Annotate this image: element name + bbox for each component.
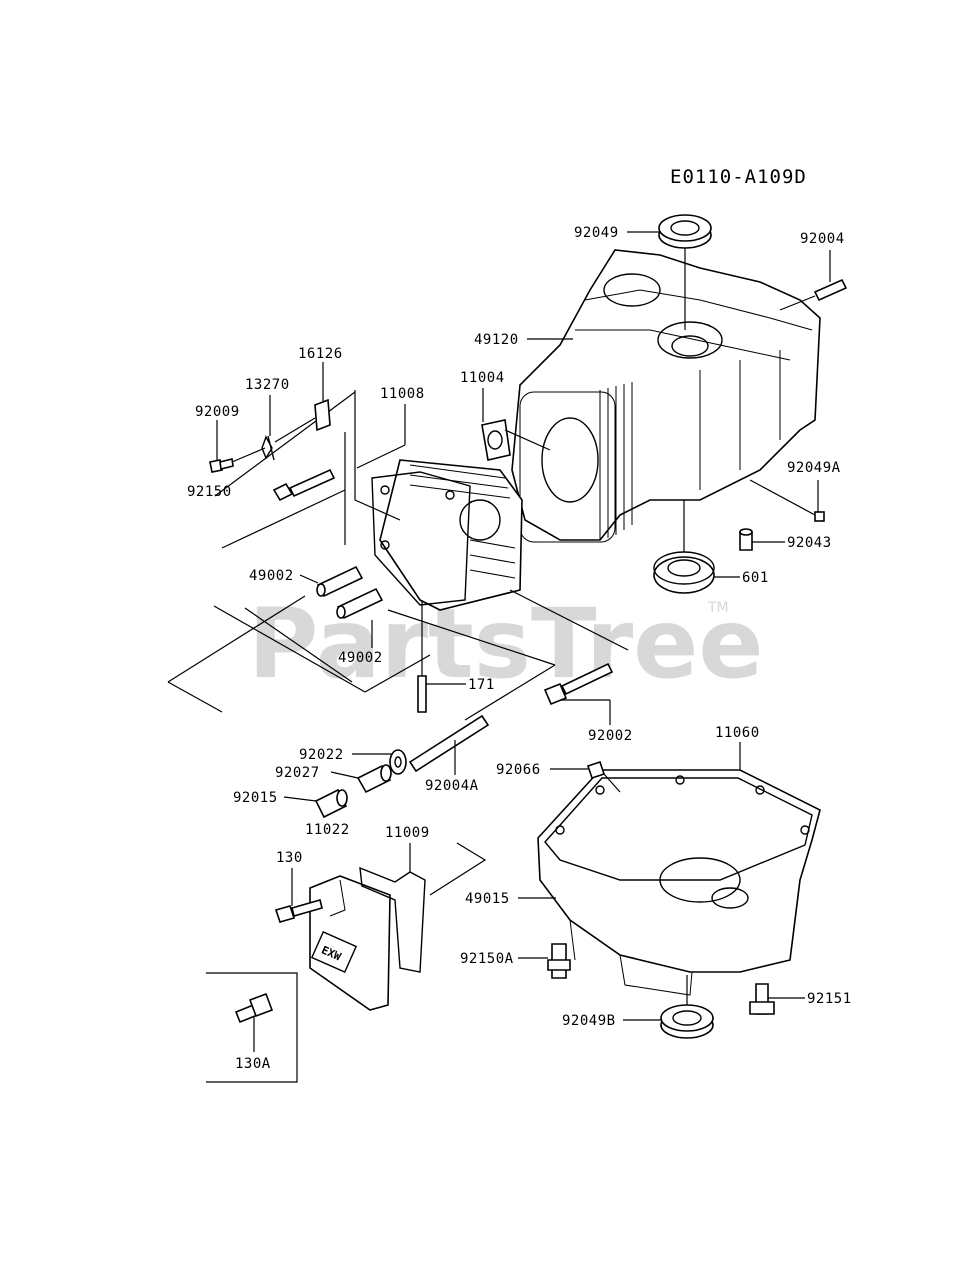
clip-13270[interactable] xyxy=(261,435,275,461)
label-16126: 16126 xyxy=(298,346,343,362)
label-49120: 49120 xyxy=(474,332,519,348)
trademark: TM xyxy=(707,600,729,616)
label-11004: 11004 xyxy=(460,370,505,386)
label-92043: 92043 xyxy=(787,535,832,551)
label-92049: 92049 xyxy=(574,225,619,241)
dowel-92043[interactable] xyxy=(739,528,753,551)
label-92027: 92027 xyxy=(275,765,320,781)
bolt-92009[interactable] xyxy=(209,458,234,473)
label-171: 171 xyxy=(468,677,495,693)
inset-frame xyxy=(206,972,298,1083)
label-130A: 130A xyxy=(235,1056,271,1072)
collar-92027[interactable] xyxy=(356,764,392,794)
cylinder-gasket[interactable] xyxy=(481,419,511,461)
washer-92022[interactable] xyxy=(389,749,407,775)
label-92150: 92150 xyxy=(187,484,232,500)
valve-cover[interactable]: EXW xyxy=(309,875,391,1011)
label-13270: 13270 xyxy=(245,377,290,393)
label-11008: 11008 xyxy=(380,386,425,402)
bolt-92150A[interactable] xyxy=(547,943,571,979)
head-gasket[interactable] xyxy=(371,471,471,606)
crankcase-part[interactable] xyxy=(511,249,821,543)
stud-92004A[interactable] xyxy=(408,714,490,773)
nut-92015[interactable] xyxy=(314,788,348,819)
label-11009: 11009 xyxy=(385,825,430,841)
label-92150A: 92150A xyxy=(460,951,514,967)
bolt-130A[interactable] xyxy=(234,992,274,1024)
label-92015: 92015 xyxy=(233,790,278,806)
stud-171[interactable] xyxy=(417,675,427,713)
label-92002: 92002 xyxy=(588,728,633,744)
oil-seal-top[interactable] xyxy=(658,214,712,249)
nut-92049A[interactable] xyxy=(814,511,825,522)
plug-92066[interactable] xyxy=(586,760,606,780)
cylinder-head[interactable] xyxy=(379,459,523,611)
label-92004: 92004 xyxy=(800,231,845,247)
label-92049B: 92049B xyxy=(562,1013,616,1029)
guide-plate-16126[interactable] xyxy=(314,398,331,432)
label-92009: 92009 xyxy=(195,404,240,420)
label-92022: 92022 xyxy=(299,747,344,763)
bolt-130[interactable] xyxy=(274,899,323,923)
label-49002-upper: 49002 xyxy=(249,568,294,584)
oil-pan-base[interactable] xyxy=(537,769,821,996)
tube-49002-lower[interactable] xyxy=(336,587,384,620)
cover-gasket[interactable] xyxy=(359,866,426,973)
label-92049A: 92049A xyxy=(787,460,841,476)
label-92066: 92066 xyxy=(496,762,541,778)
label-601: 601 xyxy=(742,570,769,586)
stud-92004[interactable] xyxy=(813,278,848,302)
oil-seal-bottom[interactable] xyxy=(660,1004,714,1039)
label-130: 130 xyxy=(276,850,303,866)
label-49015: 49015 xyxy=(465,891,510,907)
ball-bearing[interactable] xyxy=(653,551,715,594)
label-11060: 11060 xyxy=(715,725,760,741)
tube-49002-upper[interactable] xyxy=(316,565,364,598)
bolt-92002[interactable] xyxy=(543,662,614,706)
label-49002-lower: 49002 xyxy=(338,650,383,666)
diagram-code: E0110-A109D xyxy=(670,166,807,188)
bolt-92151[interactable] xyxy=(749,983,775,1015)
label-11022: 11022 xyxy=(305,822,350,838)
watermark: PartsTree xyxy=(248,588,763,700)
label-92151: 92151 xyxy=(807,991,852,1007)
head-bolt-92150[interactable] xyxy=(272,468,336,502)
label-92004A: 92004A xyxy=(425,778,479,794)
